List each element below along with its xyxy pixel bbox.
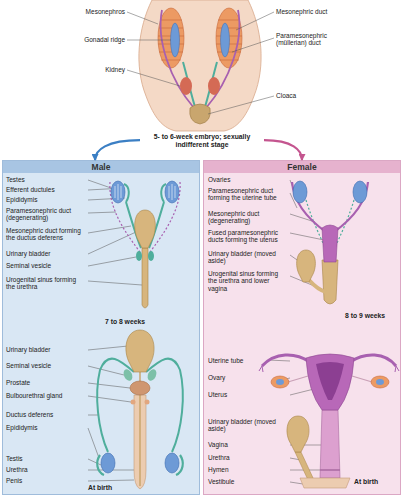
anatomy-label: Mesonephros — [55, 8, 125, 15]
anatomy-label: Testis — [6, 455, 86, 462]
anatomy-label: Gonadal ridge — [55, 36, 125, 43]
anatomy-label: Paramesonephric (müllerian) duct — [276, 32, 356, 47]
anatomy-label: Bulbourethral gland — [6, 392, 86, 399]
anatomy-label: Urinary bladder — [6, 250, 86, 257]
branch-arrow — [95, 140, 140, 160]
anatomy-label: Urinary bladder — [6, 346, 86, 353]
stage-label: At birth — [88, 484, 128, 491]
anatomy-label: Mesonephric duct — [276, 8, 366, 15]
stage-label: At birth — [354, 478, 399, 485]
embryo-illustration — [139, 0, 261, 131]
anatomy-label: Seminal vesicle — [6, 362, 86, 369]
anatomy-label: Uterus — [208, 391, 288, 398]
anatomy-label: Paramesonephric duct forming the uterine… — [208, 187, 288, 202]
branch-arrow — [264, 140, 302, 160]
stage-caption-text: 5- to 6-week embryo; sexually indifferen… — [140, 133, 264, 149]
anatomy-label: Cloaca — [276, 92, 356, 99]
anatomy-label: Mesonephric duct (degenerating) — [208, 210, 288, 225]
anatomy-label: Mesonephric duct forming the ductus defe… — [6, 227, 86, 242]
anatomy-label: Hymen — [208, 466, 288, 473]
anatomy-label: Paramesonephric duct (degenerating) — [6, 207, 86, 222]
anatomy-label: Uterine tube — [208, 357, 288, 364]
anatomy-label: Kidney — [55, 66, 125, 73]
anatomy-label: Fused paramesonephric ducts forming the … — [208, 229, 288, 244]
anatomy-label: Testes — [6, 176, 86, 183]
anatomy-label: Seminal vesicle — [6, 262, 86, 269]
anatomy-label: Urogenital sinus forming the urethra and… — [208, 270, 288, 292]
stage-label: 7 to 8 weeks — [100, 318, 150, 325]
anatomy-label: Urethra — [6, 466, 86, 473]
anatomy-label: Ovary — [208, 374, 288, 381]
anatomy-label: Vagina — [208, 441, 288, 448]
panel-header: Male — [3, 161, 199, 173]
anatomy-label: Urinary bladder (moved aside) — [208, 250, 288, 265]
anatomy-label: Urethra — [208, 454, 288, 461]
panel-header: Female — [204, 161, 400, 173]
anatomy-label: Ovaries — [208, 176, 288, 183]
anatomy-label: Prostate — [6, 379, 86, 386]
stage-label: 8 to 9 weeks — [345, 312, 395, 319]
anatomy-label: Ductus deferens — [6, 411, 86, 418]
anatomy-label: Epididymis — [6, 196, 86, 203]
stage-caption: 5- to 6-week embryo; sexually indifferen… — [140, 133, 264, 149]
anatomy-label: Efferent ductules — [6, 186, 86, 193]
anatomy-label: Urinary bladder (moved aside) — [208, 418, 288, 433]
anatomy-label: Vestibule — [208, 478, 288, 485]
anatomy-label: Epididymis — [6, 424, 86, 431]
anatomy-label: Urogenital sinus forming the urethra — [6, 276, 86, 291]
anatomy-label: Penis — [6, 477, 86, 484]
